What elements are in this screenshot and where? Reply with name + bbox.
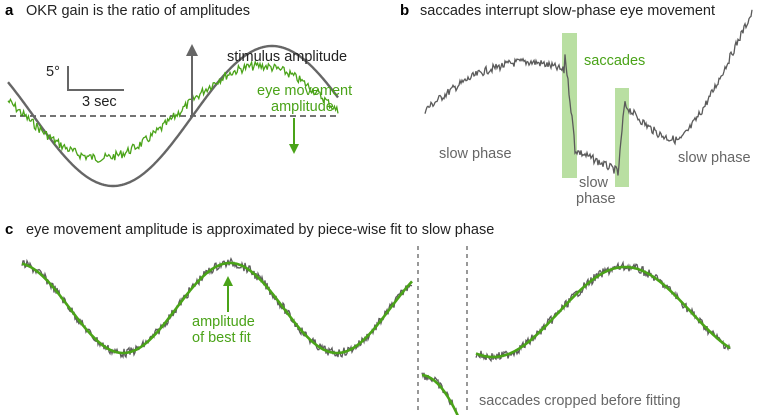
fit-curve-segment-3	[475, 265, 731, 359]
saccades-label: saccades	[584, 53, 645, 69]
saccade-highlight-2	[615, 88, 629, 187]
panel-b: b saccades interrupt slow-phase eye move…	[400, 2, 753, 207]
eye-arrow-head-icon	[289, 144, 299, 154]
slow-phase-middle-label-line1: slow	[579, 175, 609, 191]
panel-b-title: saccades interrupt slow-phase eye moveme…	[420, 3, 715, 19]
cropped-saccades-label: saccades cropped before fitting	[479, 393, 681, 409]
saccade-eye-trace	[424, 9, 753, 176]
scale-bar-time-label: 3 sec	[82, 94, 117, 110]
fit-curve-segment-1	[21, 261, 413, 355]
fit-amplitude-label-line2: of best fit	[192, 330, 251, 346]
slow-phase-right-label: slow phase	[678, 150, 751, 166]
scale-bar	[67, 66, 124, 91]
eye-movement-trace	[7, 59, 339, 163]
eye-amplitude-label-line1: eye movement	[257, 83, 352, 99]
saccade-highlight-1	[562, 33, 577, 178]
fit-amplitude-label-line1: amplitude	[192, 314, 255, 330]
slow-phase-left-label: slow phase	[439, 146, 512, 162]
panel-a: a OKR gain is the ratio of amplitudes 5°…	[5, 2, 352, 188]
raw-trace-segment-2	[421, 372, 458, 415]
fit-curve-segment-2	[421, 373, 459, 415]
panel-b-letter: b	[400, 2, 409, 19]
eye-amplitude-label-line2: amplitude	[271, 99, 334, 115]
fit-arrow-head-icon	[223, 276, 233, 286]
scale-bar-degrees-label: 5°	[46, 64, 60, 80]
slow-phase-middle-label-line2: phase	[576, 191, 616, 207]
panel-c: c eye movement amplitude is approximated…	[5, 221, 731, 415]
panel-c-title: eye movement amplitude is approximated b…	[26, 222, 494, 238]
panel-c-letter: c	[5, 221, 13, 238]
stimulus-sine-curve	[7, 44, 339, 188]
panel-a-letter: a	[5, 2, 14, 19]
stimulus-amplitude-label: stimulus amplitude	[227, 49, 347, 65]
panel-a-title: OKR gain is the ratio of amplitudes	[26, 3, 250, 19]
stimulus-arrow-head-icon	[186, 44, 198, 56]
